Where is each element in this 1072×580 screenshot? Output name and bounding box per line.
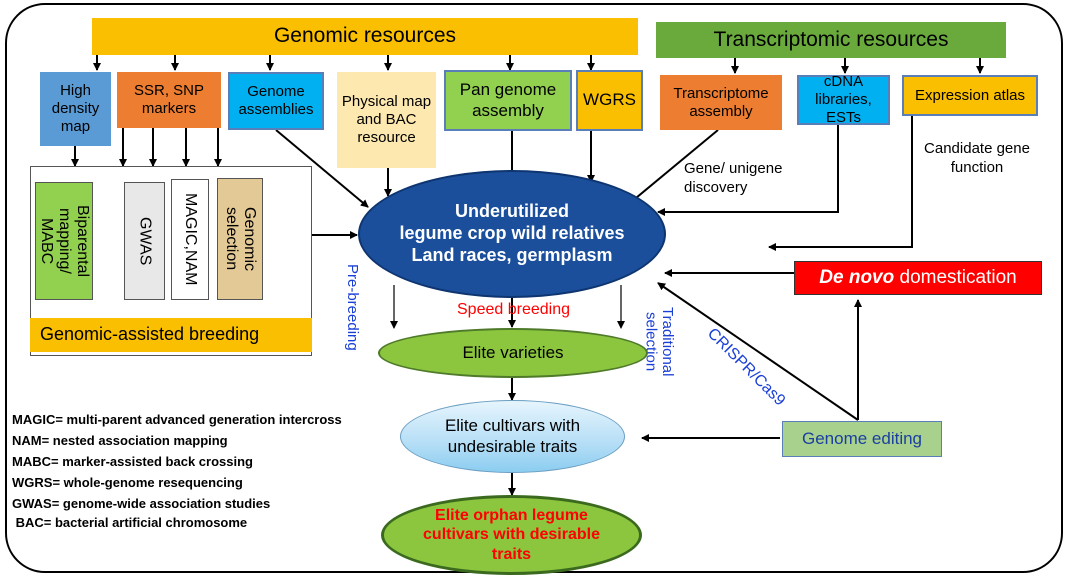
ssr-snp-markers-box: SSR, SNP markers (117, 72, 221, 128)
pre-breeding-label: Pre-breeding (344, 264, 361, 351)
physical-map-bac-box: Physical map and BAC resource (337, 72, 436, 168)
orphan-line-3: traits (491, 545, 532, 563)
wgrs-box: WGRS (576, 70, 643, 131)
center-line-2: legume crop wild relatives (399, 223, 625, 244)
legend-nam: NAM= nested association mapping (12, 433, 228, 448)
genome-assemblies-box: Genome assemblies (228, 72, 324, 130)
elite-undesirable-line-1: Elite cultivars with (444, 415, 581, 435)
transcriptome-assembly-box: Transcriptome assembly (660, 75, 782, 130)
genome-editing-box: Genome editing (782, 421, 942, 457)
elite-undesirable-line-2: undesirable traits (447, 436, 578, 456)
arrow-crispr-to-center (657, 282, 859, 421)
genomic-selection-box: Genomic selection (217, 178, 263, 300)
genomic-resources-header: Genomic resources (92, 18, 638, 55)
elite-cultivars-undesirable-ellipse: Elite cultivars with undesirable traits (400, 400, 625, 473)
legend-magic: MAGIC= multi-parent advanced generation … (12, 412, 342, 427)
magic-nam-box: MAGIC,NAM (171, 179, 209, 300)
gwas-box: GWAS (124, 182, 165, 300)
center-line-1: Underutilized (454, 201, 569, 222)
traditional-selection-label: Traditional selection (642, 307, 677, 377)
speed-breeding-label: Speed breeding (457, 301, 570, 318)
gene-discovery-text: Gene/ unigene discovery (684, 160, 783, 196)
arrow-atlas-to-center (768, 116, 913, 251)
legend-mabc: MABC= marker-assisted back crossing (12, 454, 253, 469)
genomic-assisted-breeding-label: Genomic-assisted breeding (30, 318, 312, 352)
arrow-cdna-to-center (657, 125, 839, 216)
elite-varieties-ellipse: Elite varieties (378, 328, 648, 378)
cdna-ests-box: cDNA libraries, ESTs (797, 73, 890, 126)
candidate-gene-label: Candidate gene function (924, 140, 1030, 176)
biparental-mapping-box: Biparental mapping/ MABC (35, 182, 93, 300)
legend-bac: BAC= bacterial artificial chromosome (12, 515, 248, 530)
transcriptomic-resources-header: Transcriptomic resources (656, 22, 1006, 58)
underutilized-legume-ellipse: Underutilized legume crop wild relatives… (358, 170, 666, 298)
de-novo-domestication-box: De novo domestication (794, 261, 1042, 295)
center-line-3: Land races, germplasm (411, 244, 613, 265)
pan-genome-assembly-box: Pan genome assembly (444, 70, 572, 131)
legend-wgrs: WGRS= whole-genome resequencing (12, 475, 243, 490)
high-density-map-box: High density map (40, 72, 111, 146)
arrow-transcriptome-to-center (629, 129, 719, 204)
orphan-line-2: cultivars with desirable (423, 526, 600, 544)
orphan-line-1: Elite orphan legume (435, 506, 588, 524)
de-novo-italic: De novo (819, 266, 895, 288)
gene-discovery-label: Gene/ unigene discovery (684, 160, 804, 198)
elite-orphan-legume-ellipse: Elite orphan legume cultivars with desir… (381, 495, 642, 575)
expression-atlas-box: Expression atlas (902, 75, 1038, 116)
arrow-assemblies-to-center (275, 129, 369, 208)
legend-gwas: GWAS= genome-wide association studies (12, 496, 271, 511)
domestication-text: domestication (894, 266, 1017, 288)
